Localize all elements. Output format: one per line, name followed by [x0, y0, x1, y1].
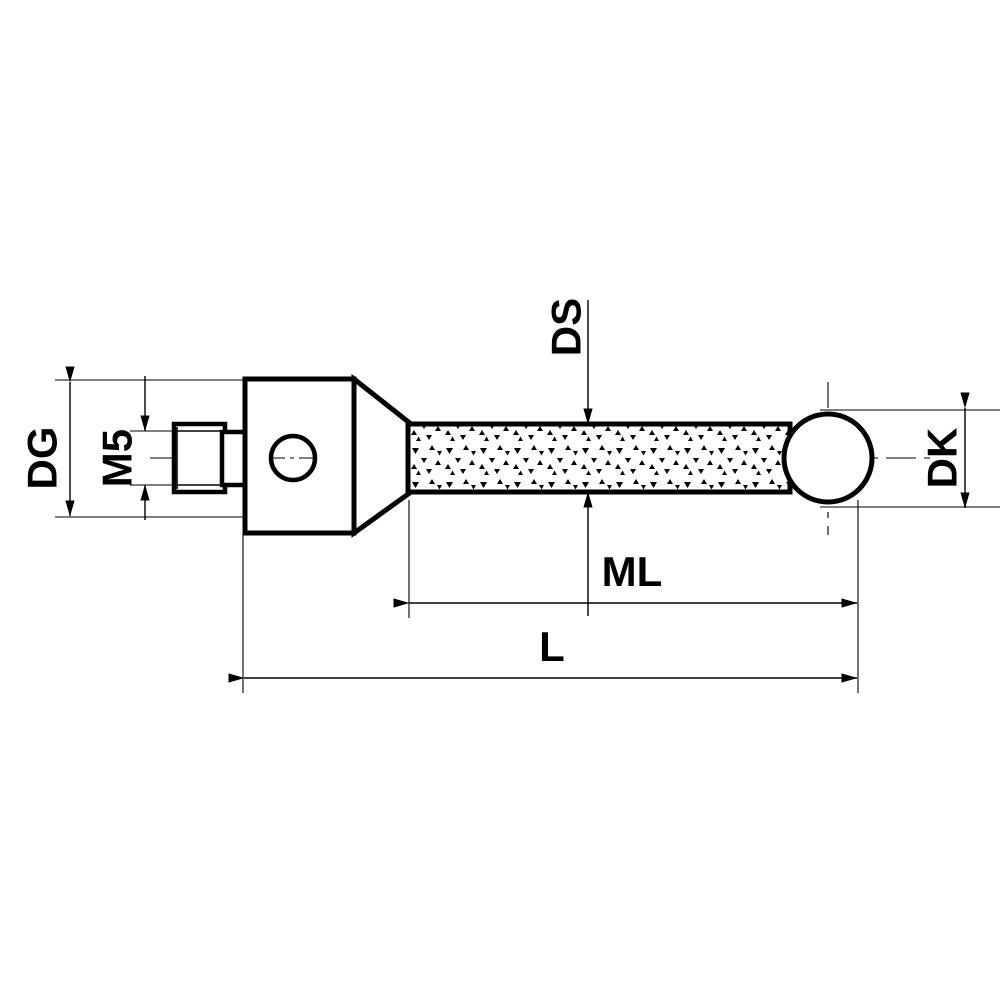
dim-label-ds: DS	[543, 298, 590, 356]
dimension-labels: DG M5 DS DK ML L	[19, 298, 966, 670]
dim-label-l: L	[539, 623, 565, 670]
part-outline	[171, 373, 875, 538]
dimension-lines	[65, 300, 970, 683]
dim-label-ml: ML	[602, 548, 663, 595]
ball-tip	[781, 411, 875, 505]
dim-label-dk: DK	[919, 428, 966, 489]
cone-taper	[351, 373, 414, 538]
ceramic-stem	[405, 421, 793, 495]
dim-label-dg: DG	[19, 427, 66, 490]
dim-label-m5: M5	[94, 429, 141, 487]
thread-major-outline	[171, 421, 228, 495]
